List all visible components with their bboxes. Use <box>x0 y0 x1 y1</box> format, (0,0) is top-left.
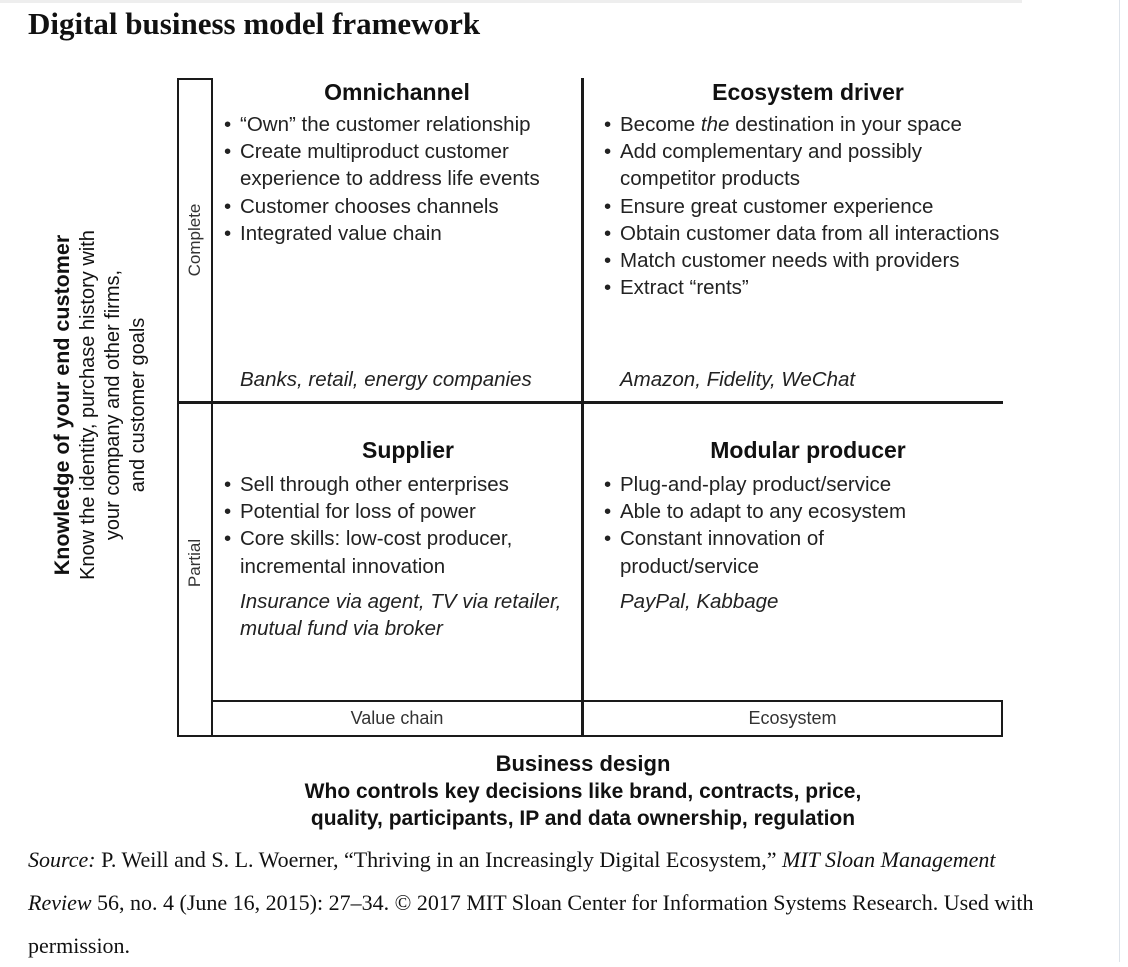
row-label-partial: Partial <box>185 538 204 588</box>
top-border <box>0 0 1022 3</box>
quadrant-title: Ecosystem driver <box>712 79 904 105</box>
bullet-item: “Own” the customer relationship <box>222 111 582 138</box>
bullet-list: “Own” the customer relationship Create m… <box>222 111 582 247</box>
bullet-emphasis: the <box>700 113 730 136</box>
example-companies: Amazon, Fidelity, WeChat <box>620 368 856 391</box>
bullet-text: Become <box>620 113 701 136</box>
bullet-item: Sell through other enterprises <box>222 471 582 498</box>
y-axis-label: Knowledge of your end customer Know the … <box>49 185 151 625</box>
bullet-text: destination in your space <box>729 113 962 136</box>
horizontal-divider <box>178 401 1003 404</box>
quadrant-title: Modular producer <box>710 437 906 463</box>
bullet-item: Extract “rents” <box>602 274 1002 301</box>
bullet-item: Obtain customer data from all interactio… <box>602 220 1002 247</box>
bullet-item: Create multiproduct customer experience … <box>222 138 582 192</box>
source-details: 56, no. 4 (June 16, 2015): 27–34. © 2017… <box>28 890 1034 958</box>
bullet-list: Sell through other enterprises Potential… <box>222 471 582 580</box>
x-axis-title: Business design <box>495 751 671 776</box>
source-citation: Source: P. Weill and S. L. Woerner, “Thr… <box>28 838 1038 967</box>
bullet-item: Match customer needs with providers <box>602 247 1002 274</box>
column-label-ecosystem: Ecosystem <box>748 708 837 728</box>
bullet-item: Potential for loss of power <box>222 498 582 525</box>
example-companies: Insurance via agent, TV via retailer, mu… <box>240 590 562 640</box>
y-axis-subtitle-line: Know the identity, purchase history with <box>77 230 99 580</box>
quadrant-title: Omnichannel <box>324 79 470 105</box>
bullet-item: Constant innovation of product/service <box>602 525 870 579</box>
bullet-item: Ensure great customer experience <box>602 193 1002 220</box>
axis-label-strip <box>211 700 1003 737</box>
diagram-frame <box>177 78 213 737</box>
y-axis-subtitle-line: and customer goals <box>127 317 149 493</box>
bullet-item: Become the destination in your space <box>602 111 1002 138</box>
bullet-list: Plug-and-play product/service Able to ad… <box>602 471 1002 580</box>
source-authors: P. Weill and S. L. Woerner, “Thriving in… <box>95 847 783 872</box>
figure-title: Digital business model framework <box>28 6 481 41</box>
bullet-item: Integrated value chain <box>222 220 582 247</box>
column-label-value-chain: Value chain <box>350 708 444 728</box>
row-label-complete: Complete <box>185 203 204 277</box>
bullet-item: Customer chooses channels <box>222 193 582 220</box>
bullet-item: Add complementary and possibly competito… <box>602 138 1002 192</box>
bullet-list: Become the destination in your space Add… <box>602 111 1002 302</box>
y-axis-title: Knowledge of your end customer <box>50 234 74 576</box>
x-axis-subtitle-line: Who controls key decisions like brand, c… <box>304 780 862 803</box>
source-label: Source: <box>28 847 96 872</box>
quadrant-title: Supplier <box>361 437 454 463</box>
bullet-item: Core skills: low-cost producer, incremen… <box>222 525 582 579</box>
example-companies: PayPal, Kabbage <box>620 590 779 613</box>
example-companies: Banks, retail, energy companies <box>240 368 532 391</box>
x-axis-label: Business design Who controls key decisio… <box>230 750 936 832</box>
bullet-item: Plug-and-play product/service <box>602 471 1002 498</box>
y-axis-subtitle-line: your company and other firms, <box>102 269 124 541</box>
vertical-divider <box>581 78 584 736</box>
bullet-item: Able to adapt to any ecosystem <box>602 498 1002 525</box>
x-axis-subtitle-line: quality, participants, IP and data owner… <box>310 807 856 830</box>
source-journal: MIT Sloan Management Review <box>28 847 996 915</box>
right-border <box>1119 0 1120 962</box>
